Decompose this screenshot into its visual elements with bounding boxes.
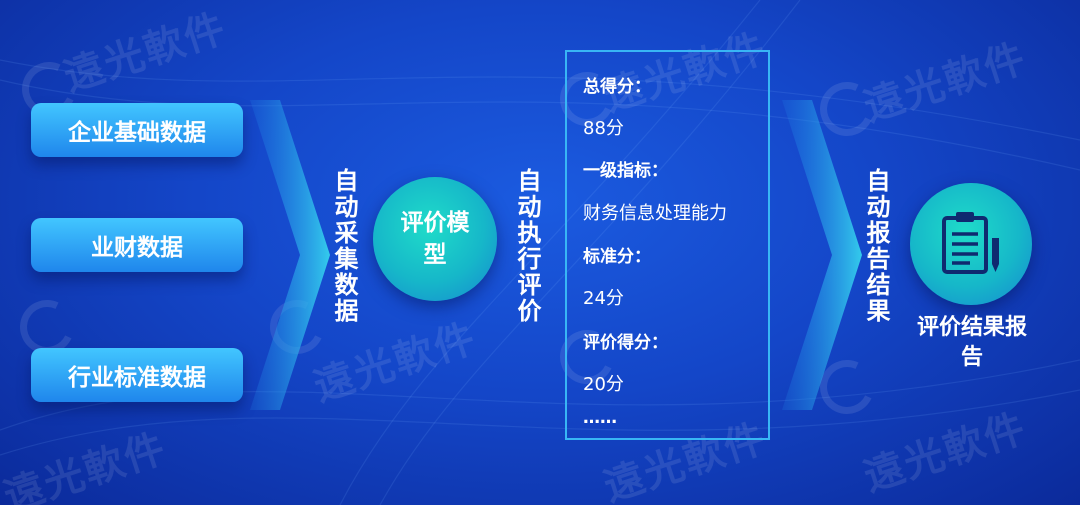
level1-indicator-label: 一级指标： [583, 161, 668, 181]
step-execute-label: 自动执行评价 [513, 168, 541, 324]
input-pill-basic-data: 企业基础数据 [31, 103, 243, 157]
report-circle [910, 183, 1032, 305]
total-score-value: 88分 [583, 118, 624, 139]
pencil-icon [992, 238, 999, 272]
evaluation-score-label: 评价得分： [583, 333, 668, 353]
input-pill-finance-data: 业财数据 [31, 218, 243, 272]
standard-score-label: 标准分： [583, 247, 651, 267]
evaluation-result-box: 总得分： 88分 一级指标： 财务信息处理能力 标准分： 24分 评价得分： 2… [565, 50, 770, 440]
chevron-arrow-icon [782, 100, 862, 410]
input-pill-industry-data: 行业标准数据 [31, 348, 243, 402]
report-label: 评价结果报告 [916, 315, 1027, 370]
standard-score-value: 24分 [583, 288, 624, 309]
chevron-arrow-icon [250, 100, 330, 410]
total-score-label: 总得分： [583, 77, 651, 97]
clipboard-report-icon [942, 212, 999, 274]
evaluation-score-value: 20分 [583, 374, 624, 395]
evaluation-model-label: 评价模型 [400, 210, 470, 268]
step-collect-label: 自动采集数据 [330, 168, 358, 324]
level1-indicator-value: 财务信息处理能力 [583, 203, 727, 224]
step-report-label: 自动报告结果 [862, 168, 890, 324]
evaluation-model-circle: 评价模型 [373, 177, 497, 301]
ellipsis-text: …… [583, 408, 617, 428]
